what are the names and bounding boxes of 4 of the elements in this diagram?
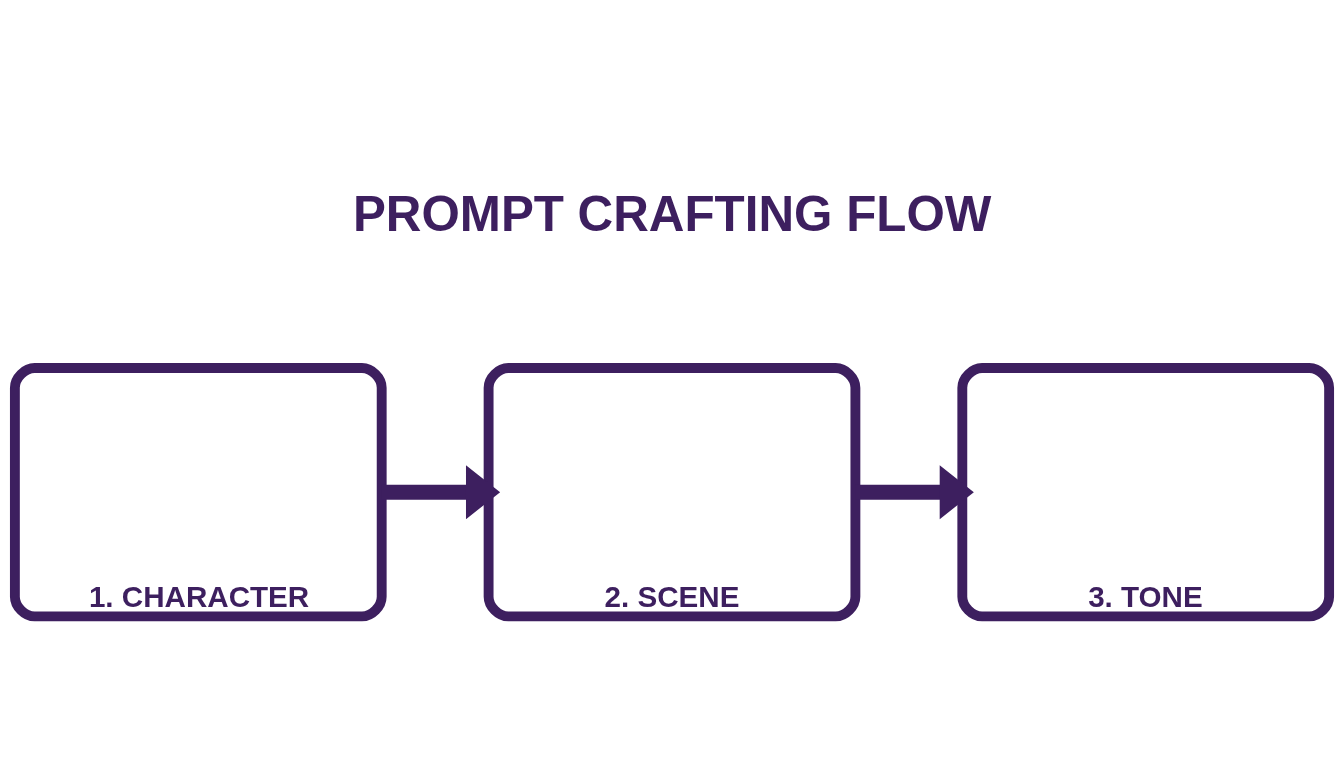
node-box: 2. SCENE <box>483 362 861 621</box>
node-box: 3. TONE <box>957 362 1335 621</box>
node-box: 1. CHARACTER <box>9 362 387 621</box>
diagram-title: PROMPT CRAFTING FLOW <box>352 185 992 241</box>
